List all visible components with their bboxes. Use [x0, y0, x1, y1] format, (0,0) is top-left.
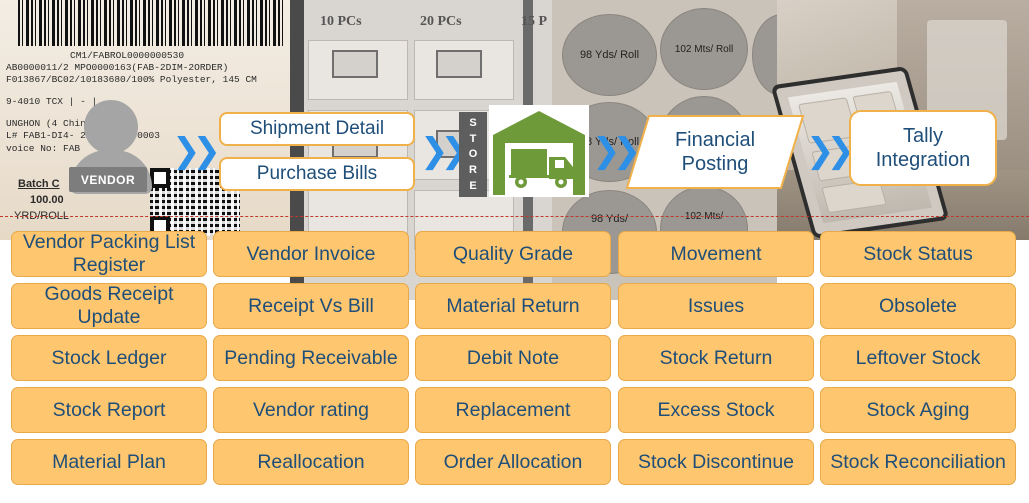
- module-debit-note: Debit Note: [415, 335, 611, 381]
- shelf-label: 20 PCs: [420, 14, 462, 29]
- label-line: L# FAB1-DI4- 2023 | LB00003: [6, 130, 160, 141]
- module-stock-return: Stock Return: [618, 335, 814, 381]
- roll-label: 102 Mts/ Roll: [660, 8, 748, 90]
- module-movement: Movement: [618, 231, 814, 277]
- label-line: UNGHON (4 China: [6, 118, 92, 129]
- module-stock-discontinue: Stock Discontinue: [618, 439, 814, 485]
- module-material-plan: Material Plan: [11, 439, 207, 485]
- module-order-allocation: Order Allocation: [415, 439, 611, 485]
- module-obsolete: Obsolete: [820, 283, 1016, 329]
- module-vendor-rating: Vendor rating: [213, 387, 409, 433]
- divider-line: [0, 216, 1029, 217]
- chevron-right-icon: ❯❯: [806, 131, 855, 171]
- label-line: Batch C: [18, 178, 60, 190]
- store-letter: E: [469, 180, 477, 193]
- label-line: 100.00: [30, 194, 64, 206]
- roll-label: 98 Yds/ Roll: [562, 14, 657, 96]
- module-reallocation: Reallocation: [213, 439, 409, 485]
- chevron-right-icon: ❯❯: [592, 131, 641, 171]
- shelf-label: 10 PCs: [320, 14, 362, 29]
- warehouse-truck-icon: [489, 105, 589, 197]
- label-line: 9-4010 TCX | - |: [6, 96, 98, 107]
- label-line: voice No: FAB: [6, 143, 81, 154]
- shipment-detail-box: Shipment Detail: [219, 112, 415, 146]
- label-line: AB0000011/2 MPO0000163(FAB-2DIM-2ORDER): [6, 62, 229, 73]
- module-stock-reconciliation: Stock Reconciliation: [820, 439, 1016, 485]
- module-issues: Issues: [618, 283, 814, 329]
- barcode: [18, 0, 286, 46]
- module-excess-stock: Excess Stock: [618, 387, 814, 433]
- module-material-return: Material Return: [415, 283, 611, 329]
- financial-posting-label: Financial Posting: [674, 129, 756, 175]
- store-letter: O: [468, 148, 478, 161]
- module-vendor-invoice: Vendor Invoice: [213, 231, 409, 277]
- vendor-label: VENDOR: [69, 167, 147, 192]
- store-label: S T O R E: [459, 112, 487, 197]
- tally-integration-box: Tally Integration: [849, 110, 997, 186]
- label-line: CM1/FABROL0000000530: [70, 50, 185, 61]
- module-stock-aging: Stock Aging: [820, 387, 1016, 433]
- label-line: F013867/BC02/10183680/100% Polyester, 14…: [6, 74, 257, 85]
- module-stock-status: Stock Status: [820, 231, 1016, 277]
- module-pending-receivable: Pending Receivable: [213, 335, 409, 381]
- module-vendor-packing-list-register: Vendor Packing List Register: [11, 231, 207, 277]
- purchase-bills-box: Purchase Bills: [219, 157, 415, 191]
- module-replacement: Replacement: [415, 387, 611, 433]
- module-stock-ledger: Stock Ledger: [11, 335, 207, 381]
- shelf-label: 15 P: [521, 14, 548, 29]
- module-quality-grade: Quality Grade: [415, 231, 611, 277]
- store-letter: R: [469, 164, 477, 177]
- store-letter: T: [469, 132, 477, 145]
- module-goods-receipt-update: Goods Receipt Update: [11, 283, 207, 329]
- module-receipt-vs-bill: Receipt Vs Bill: [213, 283, 409, 329]
- financial-posting-box: [625, 115, 805, 189]
- store-letter: S: [469, 116, 477, 129]
- chevron-right-icon: ❯❯: [172, 131, 221, 171]
- module-stock-report: Stock Report: [11, 387, 207, 433]
- module-leftover-stock: Leftover Stock: [820, 335, 1016, 381]
- chevron-right-icon: ❯❯: [420, 131, 469, 171]
